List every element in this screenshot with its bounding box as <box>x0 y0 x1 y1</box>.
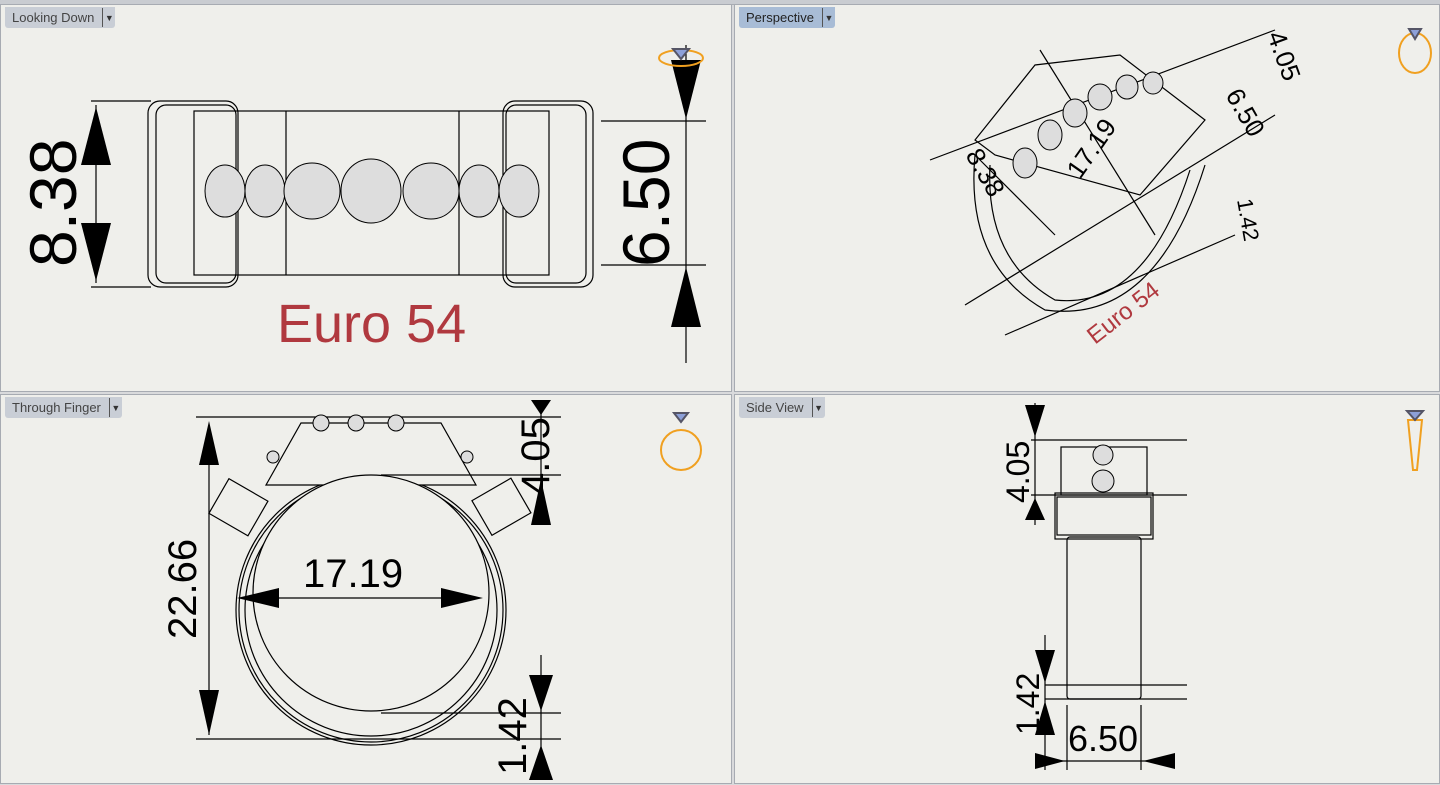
dimension-label: 6.50 <box>609 139 683 267</box>
dimension-label: 17.19 <box>303 552 403 596</box>
viewport-title-tab[interactable]: Looking Down ▼ <box>5 7 116 28</box>
dropdown-arrow-icon[interactable]: ▼ <box>811 398 825 417</box>
dropdown-arrow-icon[interactable]: ▼ <box>102 8 115 27</box>
dimension-label: 4.05 <box>1000 441 1036 503</box>
dimension-label: 6.50 <box>1068 718 1138 759</box>
ring-size-label: Euro 54 <box>277 294 466 354</box>
viewport-title-tab[interactable]: Side View ▼ <box>739 397 825 418</box>
viewport-title-tab[interactable]: Perspective ▼ <box>739 7 835 28</box>
viewport-side-view[interactable]: Side View ▼ 4.05 1.42 6.50 <box>734 394 1440 784</box>
dropdown-arrow-icon[interactable]: ▼ <box>821 8 835 27</box>
dimension-label: 22.66 <box>161 539 205 639</box>
ring-view-icon <box>1398 28 1432 74</box>
side-view-drawing: 4.05 1.42 6.50 <box>1000 403 1426 770</box>
viewport-perspective[interactable]: Perspective ▼ 4.05 6.50 17.19 8.38 1.42 … <box>734 4 1440 392</box>
ring-view-icon <box>1404 410 1426 471</box>
dimension-label: 4.05 <box>1261 27 1307 85</box>
viewport-through-finger[interactable]: Through Finger ▼ 22.66 17.19 4.05 1.42 <box>0 394 732 784</box>
looking-down-drawing: 8.38 6.50 Euro 54 <box>16 45 706 363</box>
dimension-label: 1.42 <box>491 697 535 775</box>
dimension-label: 4.05 <box>514 417 558 495</box>
perspective-drawing: 4.05 6.50 17.19 8.38 1.42 Euro 54 <box>929 27 1432 350</box>
viewport-title: Through Finger <box>12 400 101 415</box>
viewport-title: Side View <box>746 400 804 415</box>
dimension-label: 1.42 <box>1232 197 1264 244</box>
viewport-looking-down[interactable]: Looking Down ▼ 8.38 6.50 Euro 54 <box>0 4 732 392</box>
dropdown-arrow-icon[interactable]: ▼ <box>108 398 122 417</box>
ring-size-label: Euro 54 <box>1082 277 1165 350</box>
ring-view-icon <box>658 48 704 67</box>
dimension-label: 6.50 <box>1220 83 1271 142</box>
dimension-label: 1.42 <box>1010 673 1046 735</box>
through-finger-drawing: 22.66 17.19 4.05 1.42 <box>161 400 702 780</box>
viewport-title-tab[interactable]: Through Finger ▼ <box>5 397 122 418</box>
ring-view-icon <box>660 412 702 471</box>
dimension-label: 8.38 <box>960 143 1011 202</box>
viewport-title: Perspective <box>746 10 814 25</box>
dimension-label: 8.38 <box>16 139 90 267</box>
viewport-title: Looking Down <box>12 10 95 25</box>
